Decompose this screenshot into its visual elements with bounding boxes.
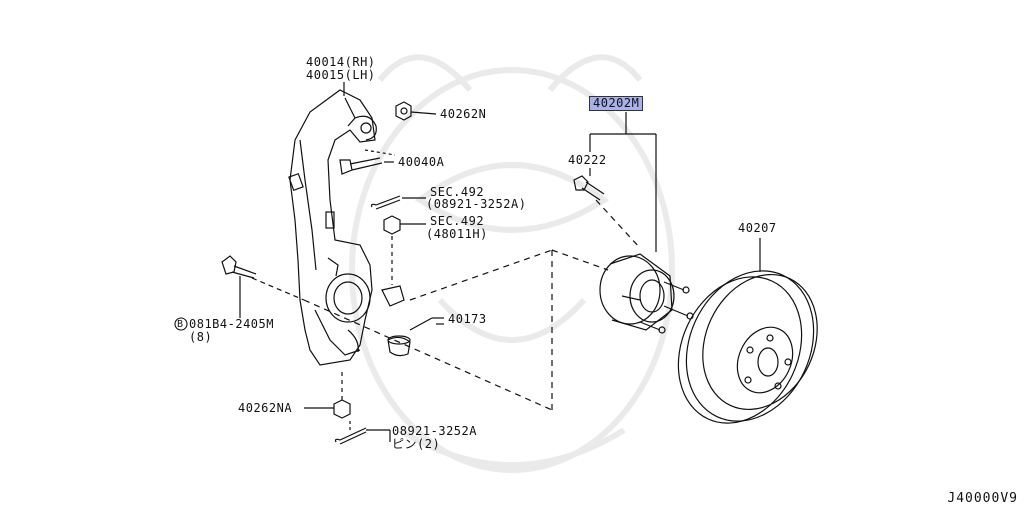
label-bolt-top[interactable]: 40040A [398,155,445,169]
label-cap[interactable]: 40173 [448,312,487,326]
bolt-081B4-2405M [221,255,305,318]
ball-joint [381,285,405,307]
label-knuckle-rh[interactable]: 40014(RH) [306,55,376,69]
cotter-pin-lower [334,420,391,445]
watermark-logo [349,54,675,473]
label-knuckle-lh[interactable]: 40015(LH) [306,68,376,82]
label-bolt-left[interactable]: 081B4-2405M [189,317,274,331]
bolt-40040A [339,149,396,175]
label-nut-bottom[interactable]: 40262NA [238,401,293,415]
label-sec1-a[interactable]: SEC.492 [430,185,485,199]
label-hub-bolt[interactable]: 40222 [568,153,607,167]
label-sec2-a[interactable]: SEC.492 [430,214,485,228]
nut-40262NA [304,372,351,419]
label-hub-assy-highlighted[interactable]: 40202M [589,96,644,111]
brake-rotor [677,238,818,424]
bolt-spec-circle [174,317,188,331]
steering-knuckle [288,89,377,366]
hub-bolt-40222 [573,175,605,201]
nut-40262N [395,101,437,121]
hub-assy-bracket [589,112,657,252]
diagram-code: J40000V9 [947,491,1018,506]
nut-48011H [383,215,426,285]
label-bolt-left-qty: (8) [189,330,213,344]
label-bolt-left-circle: B [177,319,184,330]
assembly-lines [303,199,641,411]
cap-40173 [387,317,444,357]
label-nut-top[interactable]: 40262N [440,107,487,121]
label-pin-bottom[interactable]: 08921-3252A [392,424,477,438]
label-sec2-b: (48011H) [426,227,488,241]
wheel-hub-assembly [599,253,694,334]
label-rotor[interactable]: 40207 [738,221,777,235]
label-pin-bottom-qty: ピン(2) [392,437,441,451]
cotter-pin-upper [370,195,426,210]
label-sec1-b: (08921-3252A) [426,197,527,211]
